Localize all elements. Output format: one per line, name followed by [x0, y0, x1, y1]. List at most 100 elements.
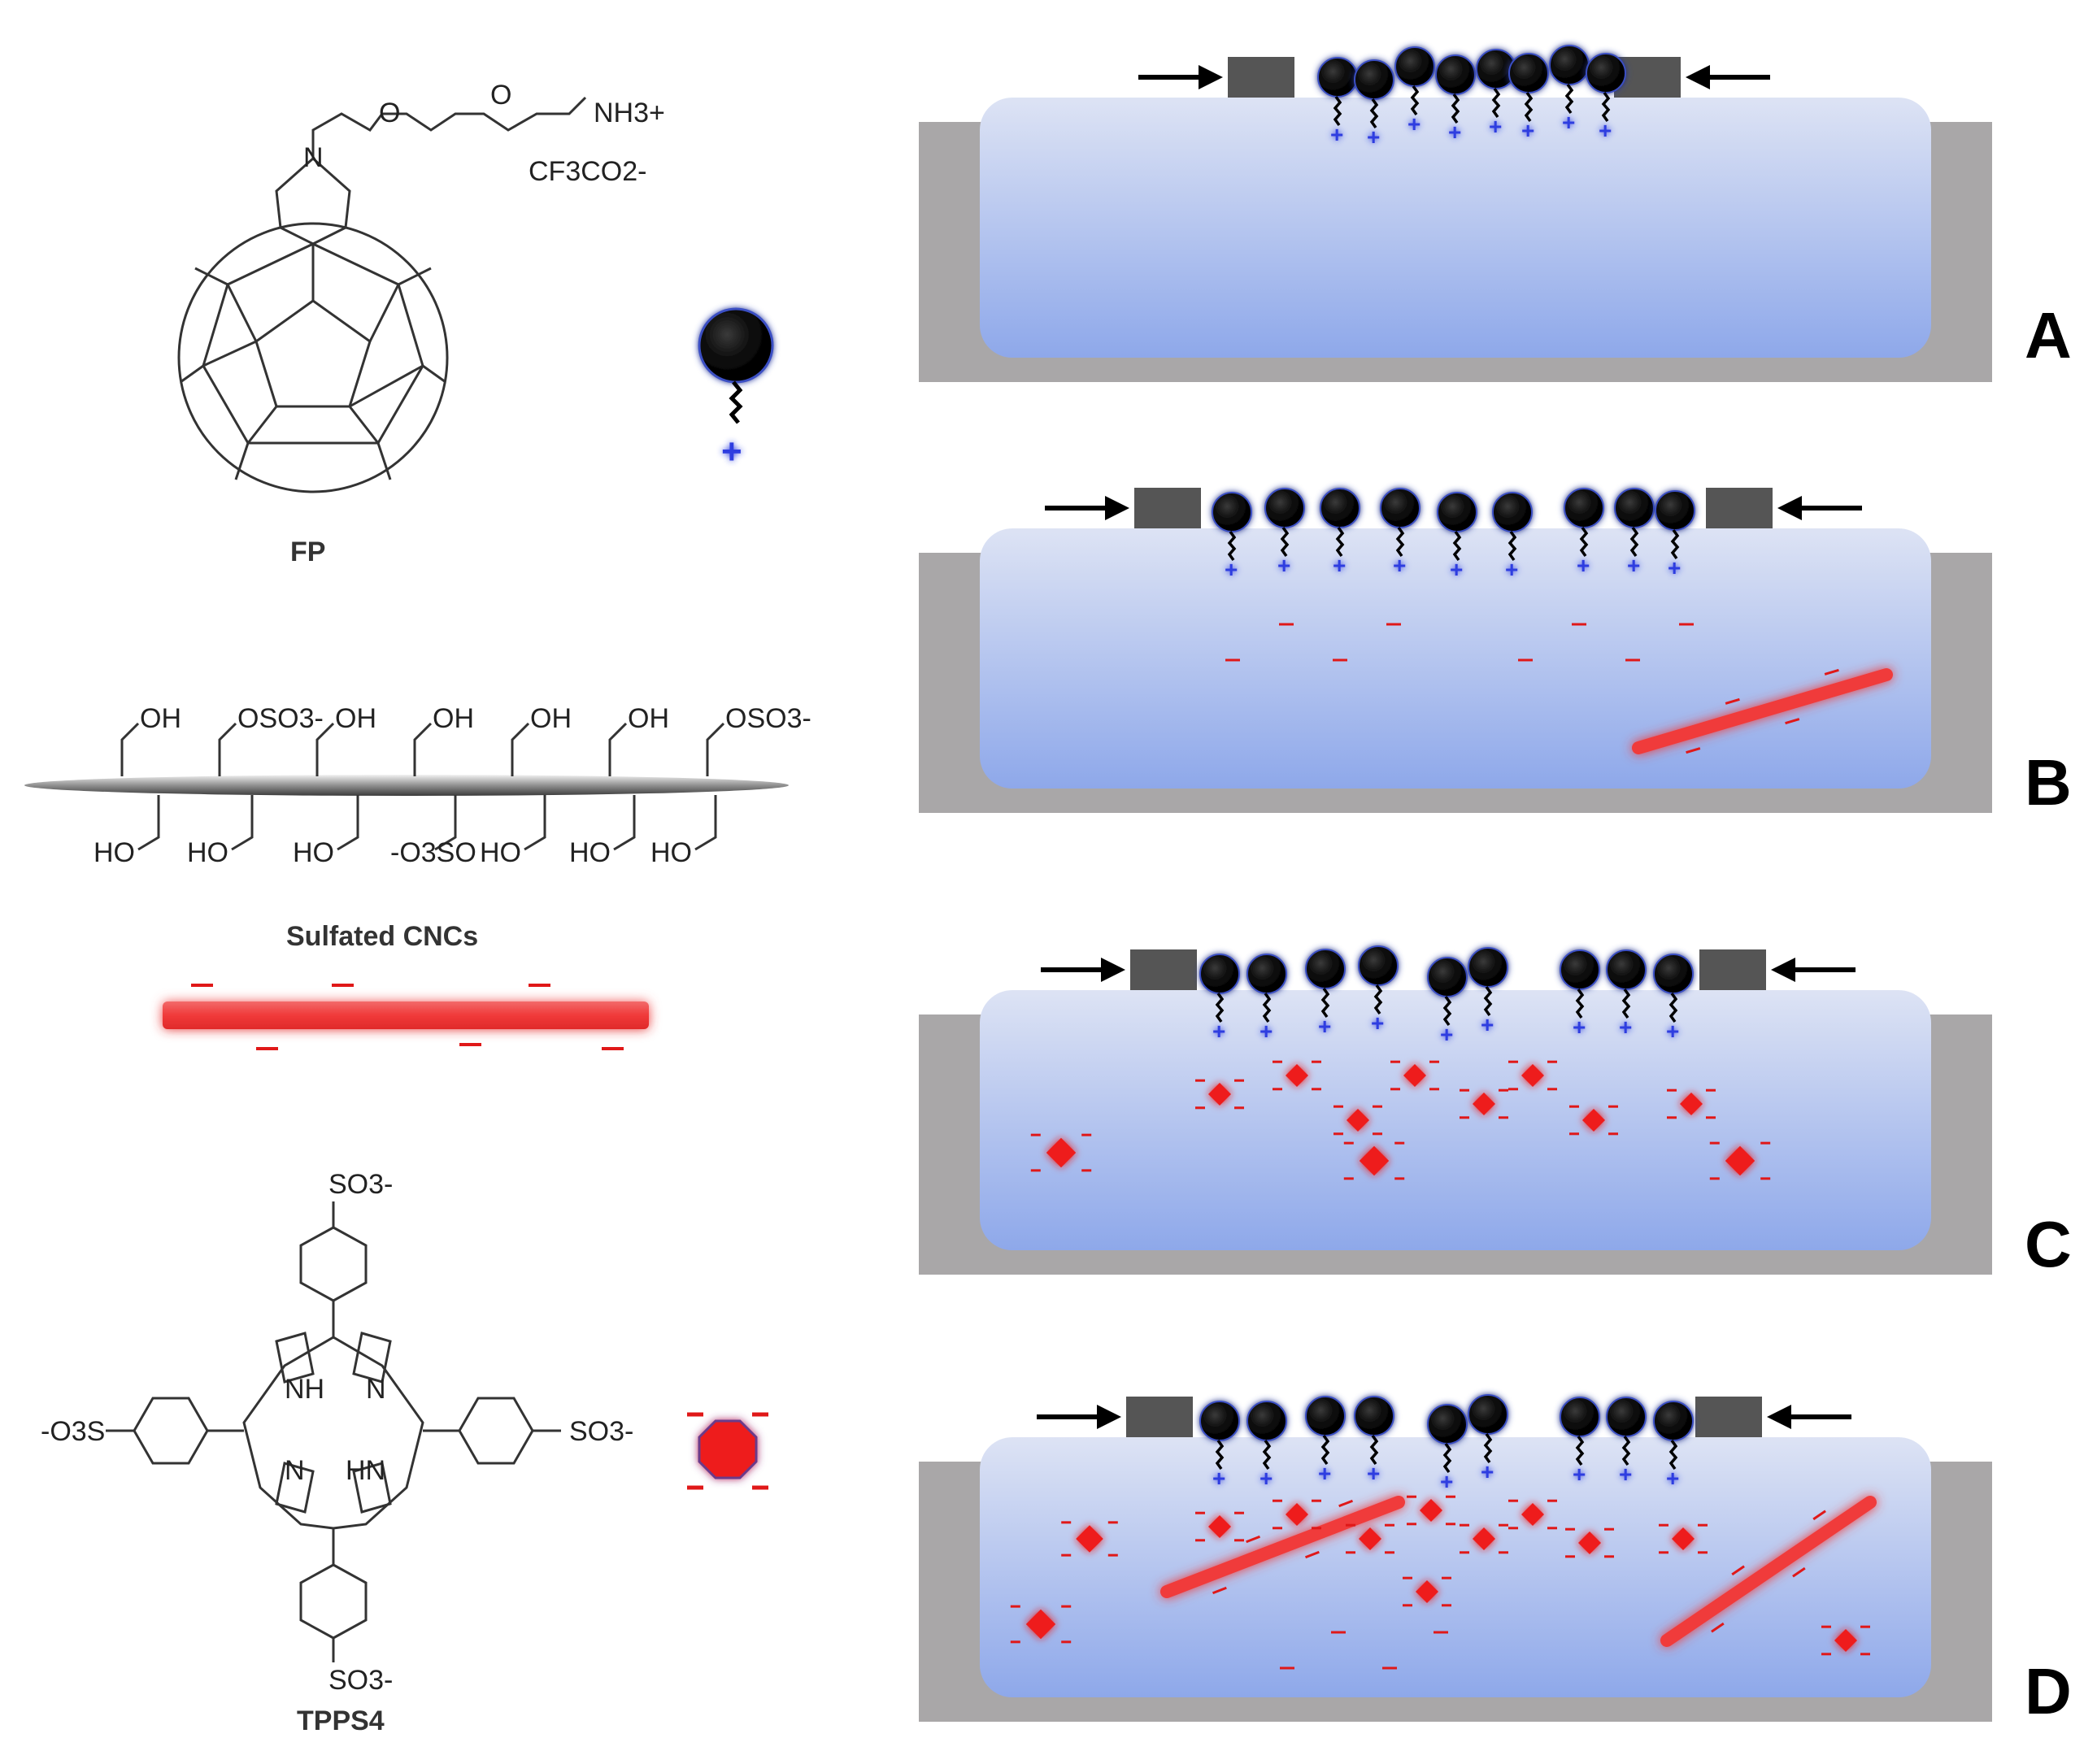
porphyrin: [1343, 1141, 1405, 1180]
phenyl-right: [458, 1397, 534, 1465]
fullerene-head: [1354, 1396, 1394, 1436]
positive-charge: +: [1212, 1019, 1225, 1044]
porphyrin-core: [242, 1336, 424, 1530]
cnc-bottom-stem: [137, 795, 160, 851]
porphyrin: [1195, 1079, 1244, 1110]
fullerene-head: [1492, 492, 1533, 532]
cnc-top-group: OH: [335, 703, 376, 734]
trough-panels: ++++++++A+++++++++B+++++++++C+++++++++D: [919, 45, 2072, 1727]
fullerene-amphiphile: +: [1305, 949, 1346, 1039]
porphyrin: [1569, 1105, 1618, 1136]
fullerene-amphiphile: +: [1560, 1397, 1600, 1487]
alkyl-tail: [1280, 526, 1290, 558]
porphyrin: [1659, 1523, 1708, 1554]
positive-charge: +: [1481, 1012, 1494, 1037]
alkyl-tail: [1451, 93, 1460, 124]
porphyrin: [1346, 1523, 1394, 1554]
cnc-bottom-stem: [434, 795, 457, 851]
alkyl-tail: [1373, 984, 1383, 1015]
fullerene-head: [1320, 488, 1360, 528]
cnc-top-group: OH: [433, 703, 474, 734]
cnc-bottom-stem: [613, 795, 636, 851]
fullerene-head: [1435, 54, 1476, 95]
fullerene-amphiphile: +: [1358, 945, 1399, 1036]
positive-charge: +: [1505, 557, 1518, 582]
positive-charge: +: [1371, 1010, 1384, 1036]
alkyl-tail: [1262, 992, 1272, 1023]
alkyl-tail: [1579, 526, 1589, 558]
fullerene-amphiphile: +: [1394, 46, 1435, 137]
cnc-bottom-stem: [337, 795, 359, 851]
fullerene-head: [1380, 488, 1420, 528]
alkyl-tail: [1262, 1439, 1272, 1471]
positive-charge: +: [1573, 1462, 1586, 1487]
alkyl-tail: [1369, 1434, 1379, 1466]
fullerene-amphiphile: +: [1606, 949, 1647, 1040]
water-subphase: [980, 98, 1931, 358]
positive-charge: +: [1573, 1015, 1586, 1040]
fullerene-amphiphile: +: [1508, 53, 1549, 143]
alkyl-tail: [1320, 987, 1330, 1019]
tpps-n-top: N: [366, 1374, 386, 1405]
fp-atom-o2: O: [490, 80, 511, 111]
fullerene-head: [1560, 949, 1600, 990]
negative-charge: [1686, 747, 1701, 754]
negative-charge: [1725, 697, 1740, 705]
porphyrin: [1010, 1605, 1072, 1644]
fullerene-amphiphile: +: [1564, 488, 1604, 578]
alkyl-tail: [1442, 1442, 1452, 1474]
alkyl-tail: [1575, 988, 1585, 1019]
cnc-top-group: OH: [628, 703, 669, 734]
fullerene-head: [1653, 1401, 1694, 1441]
fullerene-head: [1549, 45, 1590, 85]
fullerene-head: [1354, 59, 1394, 100]
alkyl-tail: [1668, 992, 1678, 1023]
positive-charge: +: [1440, 1022, 1453, 1047]
negative-charge: [1812, 1510, 1826, 1521]
cnc-rod: [1632, 668, 1893, 754]
alkyl-tail: [1575, 1435, 1585, 1466]
tpps-structure: [106, 1201, 561, 1662]
porphyrin: [1407, 1495, 1455, 1526]
fp-icon-charge: +: [721, 432, 742, 471]
alkyl-tail: [1442, 995, 1452, 1027]
fullerene-head: [1199, 954, 1240, 994]
fullerene-amphiphile: +: [1435, 54, 1476, 145]
porphyrin: [1709, 1141, 1771, 1180]
fp-labels: N O O NH3+ CF3CO2- FP: [290, 80, 665, 567]
water-subphase: [980, 528, 1931, 789]
fullerene-amphiphile: +: [1606, 1397, 1647, 1487]
negative-charge: [1711, 1622, 1725, 1633]
fullerene-amphiphile: +: [1560, 949, 1600, 1040]
positive-charge: +: [1440, 1469, 1453, 1494]
positive-charge: +: [1666, 1019, 1679, 1044]
tpps-group-bottom: SO3-: [328, 1665, 393, 1696]
barrier-right: [1699, 949, 1766, 990]
fullerene-amphiphile: +: [1586, 53, 1626, 143]
negative-charge: [1304, 1550, 1320, 1559]
positive-charge: +: [1619, 1015, 1632, 1040]
cnc-rod: [1660, 1496, 1877, 1647]
positive-charge: +: [1521, 118, 1534, 143]
fullerene-amphiphile: +: [1320, 488, 1360, 578]
positive-charge: +: [1260, 1019, 1273, 1044]
cnc-top-stem: [413, 722, 433, 776]
alkyl-tail: [1215, 1439, 1225, 1471]
positive-charge: +: [1481, 1459, 1494, 1484]
cnc-bottom-group: -O3SO: [390, 837, 476, 868]
fullerene-amphiphile: +: [1246, 954, 1287, 1044]
positive-charge: +: [1277, 553, 1290, 578]
fullerene-head: [1437, 492, 1477, 532]
alkyl-tail: [1668, 1439, 1678, 1471]
fullerene-head: [1199, 1401, 1240, 1441]
fullerene-head: [1305, 1396, 1346, 1436]
positive-charge: +: [1333, 553, 1346, 578]
water-subphase: [980, 1437, 1931, 1697]
tpps-group-top: SO3-: [328, 1169, 393, 1200]
fullerene-head: [1212, 492, 1252, 532]
fullerene-amphiphile: +: [1655, 490, 1695, 580]
fullerene-head: [1564, 488, 1604, 528]
fullerene-amphiphile: +: [1305, 1396, 1346, 1486]
positive-charge: +: [1450, 557, 1463, 582]
